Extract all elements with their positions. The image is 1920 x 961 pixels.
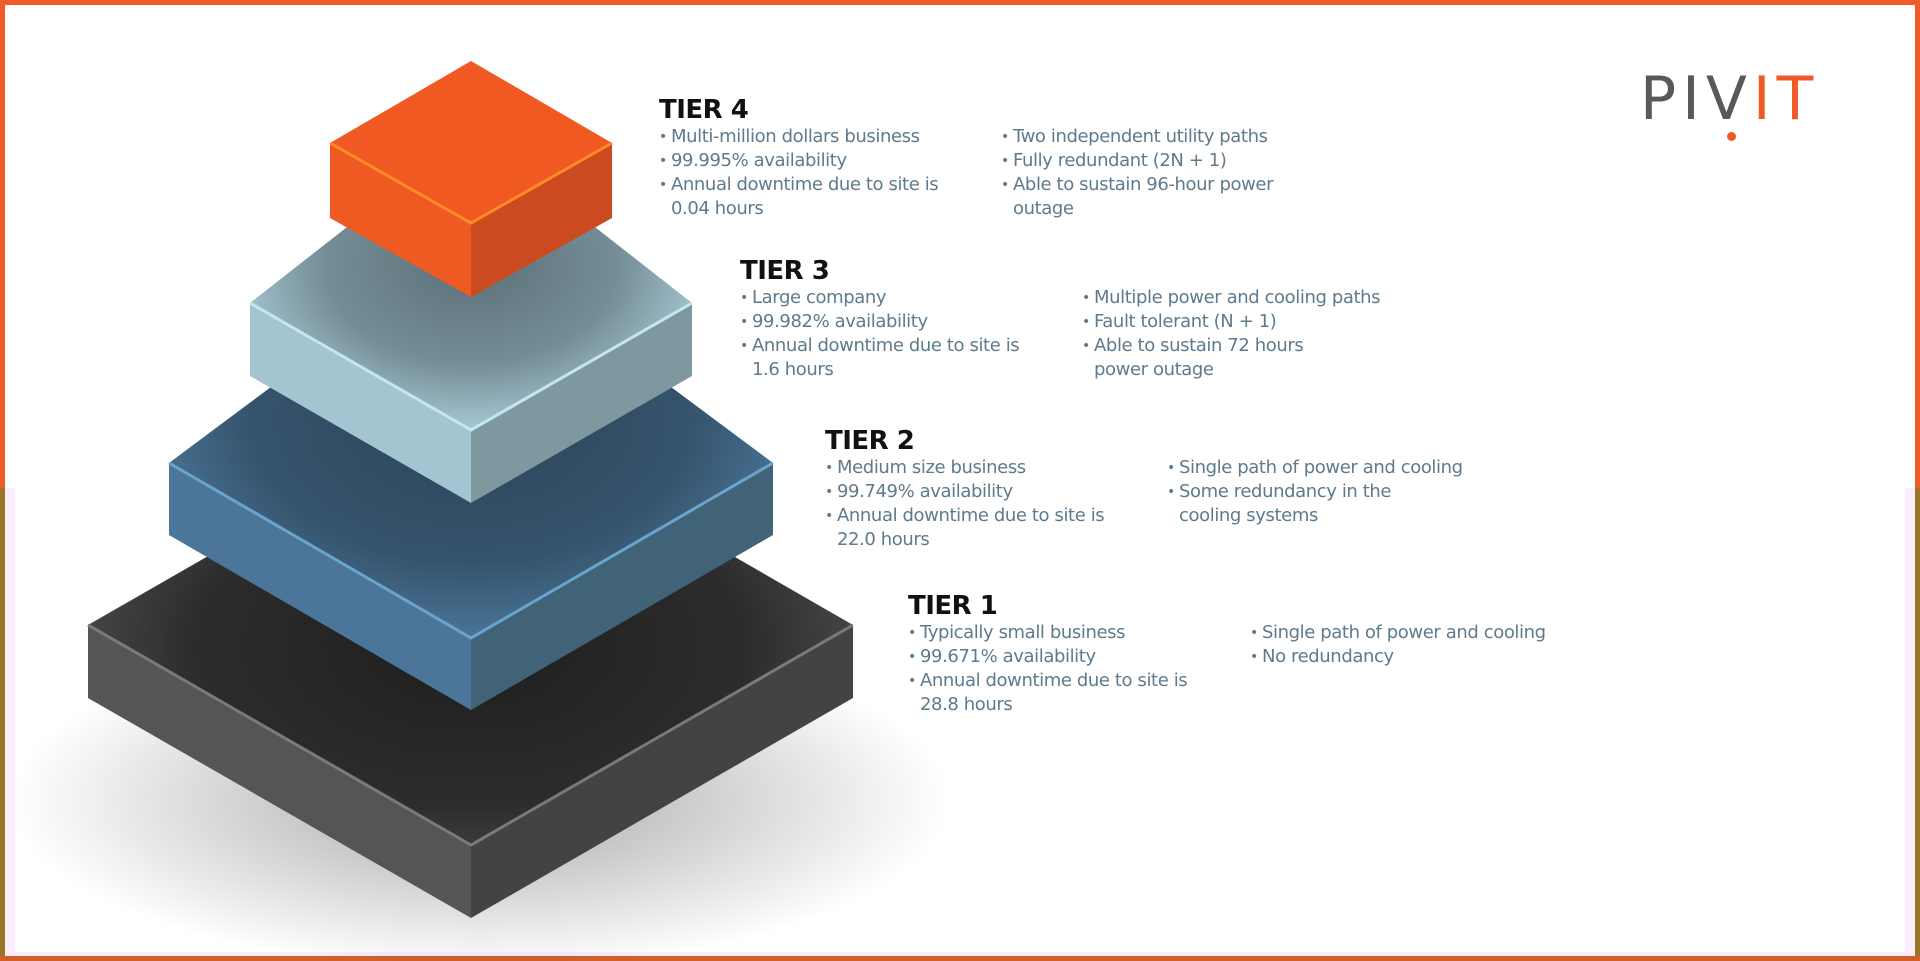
- list-item: Annual downtime due to site is: [740, 334, 1082, 358]
- tier-title: TIER 1: [908, 591, 998, 621]
- list-item: Annual downtime due to site is: [659, 173, 1001, 197]
- tier-2-description: TIER 2 Medium size business 99.749% avai…: [825, 426, 1463, 552]
- list-item: Annual downtime due to site is: [908, 669, 1250, 693]
- list-item: outage: [1013, 198, 1074, 219]
- list-item: 0.04 hours: [671, 198, 764, 219]
- list-item: power outage: [1094, 359, 1214, 380]
- list-item: Fully redundant (2N + 1): [1001, 149, 1273, 173]
- border-tint: [1905, 488, 1915, 954]
- list-item: Able to sustain 96-hour power: [1001, 173, 1274, 197]
- list-item: No redundancy: [1250, 645, 1546, 669]
- tier-2-right-list: Single path of power and cooling Some re…: [1167, 456, 1463, 552]
- list-item: Multi-million dollars business: [659, 125, 1001, 149]
- border-segment: [0, 956, 1920, 961]
- tier-3-left-list: Large company 99.982% availability Annua…: [740, 286, 1082, 382]
- tier-4-description: TIER 4 Multi-million dollars business 99…: [659, 95, 1274, 221]
- border-tint: [5, 952, 1915, 956]
- list-item: Able to sustain 72 hours: [1082, 334, 1380, 358]
- list-item: 99.982% availability: [740, 310, 1082, 334]
- list-item: Medium size business: [825, 456, 1167, 480]
- tier-3-right-list: Multiple power and cooling paths Fault t…: [1082, 286, 1381, 382]
- tier-1-description: TIER 1 Typically small business 99.671% …: [908, 591, 1546, 717]
- tier-1-left-list: Typically small business 99.671% availab…: [908, 621, 1250, 717]
- tier-title: TIER 2: [825, 426, 915, 456]
- list-item: Two independent utility paths: [1001, 125, 1273, 149]
- list-item: Large company: [740, 286, 1082, 310]
- border-segment: [1915, 488, 1920, 961]
- list-item: Multiple power and cooling paths: [1082, 286, 1381, 310]
- tier-4-left-list: Multi-million dollars business 99.995% a…: [659, 125, 1001, 221]
- list-item: 99.749% availability: [825, 480, 1167, 504]
- list-item: Some redundancy in the: [1167, 480, 1463, 504]
- tier-3-description: TIER 3 Large company 99.982% availabilit…: [740, 256, 1381, 382]
- tier-title: TIER 4: [659, 95, 749, 125]
- list-item: Typically small business: [908, 621, 1250, 645]
- pivit-logo: PIVIT: [1640, 64, 1820, 134]
- tier-4-right-list: Two independent utility paths Fully redu…: [1001, 125, 1274, 221]
- logo-dot: [1727, 132, 1736, 141]
- list-item: 99.995% availability: [659, 149, 1001, 173]
- tier-4-block: [329, 61, 613, 297]
- list-item: 99.671% availability: [908, 645, 1250, 669]
- list-item: 28.8 hours: [920, 694, 1013, 715]
- list-item: Single path of power and cooling: [1250, 621, 1546, 645]
- list-item: Single path of power and cooling: [1167, 456, 1463, 480]
- list-item: Fault tolerant (N + 1): [1082, 310, 1380, 334]
- tier-title: TIER 3: [740, 256, 830, 286]
- list-item: 1.6 hours: [752, 359, 834, 380]
- tier-2-left-list: Medium size business 99.749% availabilit…: [825, 456, 1167, 552]
- tier-1-right-list: Single path of power and cooling No redu…: [1250, 621, 1546, 717]
- list-item: Annual downtime due to site is: [825, 504, 1167, 528]
- border-segment: [0, 488, 5, 961]
- list-item: 22.0 hours: [837, 529, 930, 550]
- list-item: cooling systems: [1179, 505, 1318, 526]
- border-tint: [5, 488, 15, 954]
